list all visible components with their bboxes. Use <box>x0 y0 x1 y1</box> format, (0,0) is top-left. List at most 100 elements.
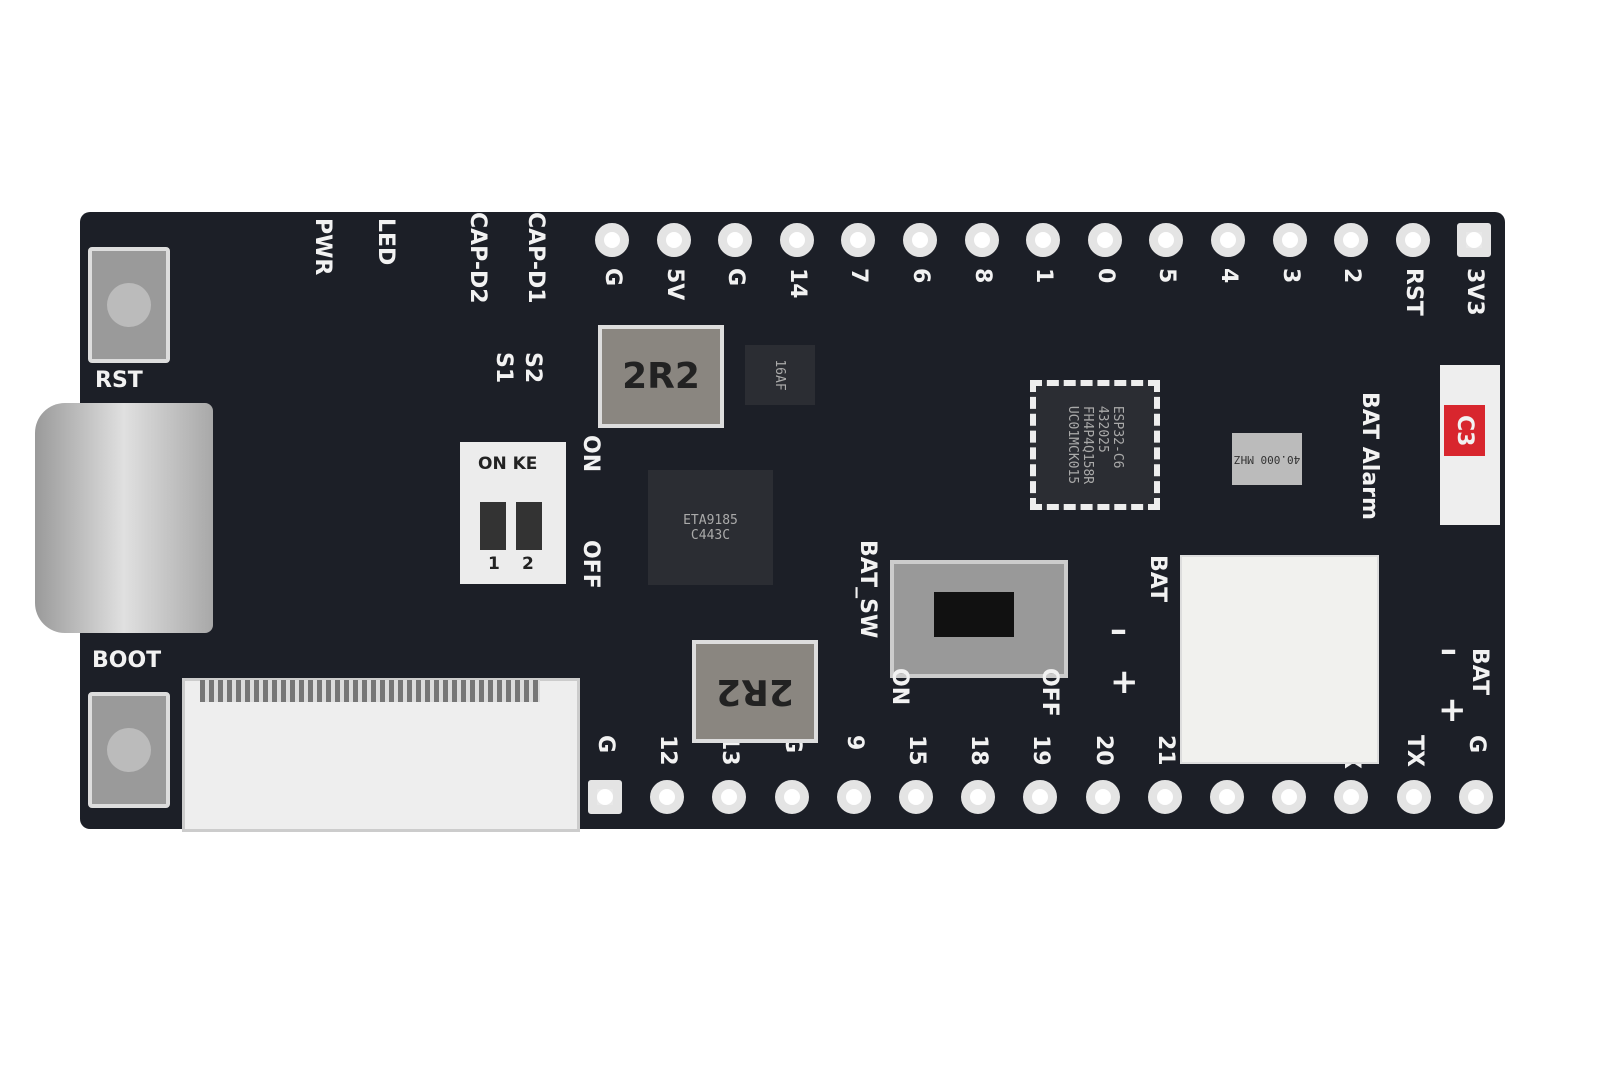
c3-badge-frame: C3 <box>1440 365 1500 525</box>
bat-power-switch[interactable] <box>890 560 1068 678</box>
pin-label: 5 <box>1154 268 1180 284</box>
header-pin-bottom-22 <box>1210 780 1244 814</box>
header-pin-bottom-23 <box>1272 780 1307 814</box>
esp-marking-4: UC01MCK015 <box>1065 405 1080 485</box>
header-pin-bottom-13 <box>712 780 747 814</box>
bat-alarm-label: BAT Alarm <box>1357 392 1382 520</box>
pin-label: 20 <box>1090 735 1116 766</box>
battery-jst-connector[interactable] <box>1180 555 1379 764</box>
pwr-label: PWR <box>310 218 335 276</box>
pin-label: 5V <box>661 268 687 301</box>
pin-label: 3 <box>1277 268 1303 284</box>
pin-label: 3V3 <box>1462 268 1488 316</box>
pin-label: G <box>1463 735 1489 754</box>
header-pin-top-3V3 <box>1457 223 1492 257</box>
header-pin-bottom-12 <box>650 780 685 814</box>
s2-label: S2 <box>520 352 545 384</box>
bat-left-label: BAT <box>1145 555 1170 603</box>
header-pin-bottom-RX <box>1334 780 1369 814</box>
header-pin-bottom-9 <box>836 780 871 814</box>
pin-label: 9 <box>841 735 867 751</box>
boot-button[interactable] <box>88 692 170 808</box>
header-pin-bottom-21 <box>1147 780 1182 814</box>
esp32-c6-chip: ESP32-C6 432025 FH4P4Q158R UC01MCK015 <box>1030 380 1160 510</box>
pin-label: 18 <box>966 735 992 766</box>
header-pin-bottom-G <box>588 780 622 814</box>
bat-minus-right: – <box>1440 630 1457 670</box>
header-pin-bottom-TX <box>1396 780 1431 814</box>
cap-d2-label: CAP-D2 <box>465 212 490 304</box>
bat-right-label: BAT <box>1467 648 1492 696</box>
eta-marking-2: C443C <box>690 527 731 543</box>
pin-label: RST <box>1400 268 1426 316</box>
crystal-marking: 40.000 MHZ <box>1233 452 1301 466</box>
pin-label: 8 <box>969 268 995 284</box>
dip-off-label: OFF <box>578 540 603 589</box>
dip-switch[interactable]: ON KE 1 2 <box>460 442 566 584</box>
fpc-contacts <box>200 680 540 702</box>
eta-marking-1: ETA9185 <box>683 512 738 528</box>
bat-plus-left: + <box>1110 662 1139 702</box>
switch-slider[interactable] <box>934 592 1014 637</box>
pin-label: 1 <box>1031 268 1057 284</box>
header-pin-top-6 <box>903 223 937 257</box>
bat-sw-label: BAT_SW <box>855 540 880 639</box>
header-pin-bottom-G <box>774 780 809 814</box>
rst-label: RST <box>95 368 143 393</box>
rst-button[interactable] <box>88 247 170 363</box>
header-pin-bottom-19 <box>1023 780 1058 814</box>
pin-label: G <box>593 735 618 754</box>
eta9185-chip: ETA9185 C443C <box>648 470 773 585</box>
led-label: LED <box>373 218 398 266</box>
usb-c-port[interactable] <box>35 403 213 633</box>
cap-d1-label: CAP-D1 <box>523 212 548 304</box>
boot-label: BOOT <box>92 648 162 673</box>
crystal-oscillator: 40.000 MHZ <box>1232 433 1302 485</box>
esp-marking-1: ESP32-C6 <box>1110 405 1125 469</box>
pin-label: 12 <box>655 735 681 766</box>
header-pin-top-G <box>718 223 753 257</box>
header-pin-bottom-G <box>1458 780 1493 814</box>
bat-plus-right: + <box>1438 690 1467 730</box>
esp-marking-3: FH4P4Q158R <box>1080 405 1095 485</box>
sot-regulator: 16AF <box>745 345 815 405</box>
pin-label: 2 <box>1339 268 1365 284</box>
inductor-2r2-top: 2R2 <box>598 325 724 428</box>
pin-label: 4 <box>1216 268 1241 284</box>
header-pin-top-2 <box>1334 223 1369 257</box>
sot-marking: 16AF <box>772 359 788 391</box>
header-pin-top-7 <box>841 223 876 257</box>
esp-marking-2: 432025 <box>1095 405 1110 453</box>
fpc-connector <box>182 678 580 832</box>
header-pin-top-0 <box>1087 223 1122 257</box>
dip-2-label: 2 <box>522 554 534 574</box>
header-pin-top-14 <box>779 223 814 257</box>
header-pin-bottom-20 <box>1085 780 1120 814</box>
header-pin-top-8 <box>964 223 999 257</box>
pin-label: 7 <box>846 268 872 284</box>
bat-minus-left: – <box>1110 610 1127 650</box>
header-pin-top-4 <box>1211 223 1245 257</box>
header-pin-top-RST <box>1395 223 1430 257</box>
c3-badge: C3 <box>1444 405 1485 457</box>
header-pin-top-5 <box>1149 223 1184 257</box>
pin-label: TX <box>1401 735 1427 767</box>
pin-label: G <box>600 268 625 287</box>
dip-1-label: 1 <box>488 554 500 574</box>
pin-label: G <box>723 268 749 287</box>
pin-label: 0 <box>1092 268 1118 284</box>
header-pin-top-1 <box>1026 223 1061 257</box>
inductor-2r2-bottom: 2R2 <box>692 640 818 743</box>
pin-label: 14 <box>784 268 810 299</box>
pin-label: 19 <box>1028 735 1054 766</box>
header-pin-top-G <box>595 223 629 257</box>
dip-toggle-1[interactable] <box>480 502 506 550</box>
header-pin-bottom-15 <box>899 780 933 814</box>
dip-on-label: ON <box>578 435 603 473</box>
pin-label: 21 <box>1152 735 1178 766</box>
header-pin-top-5V <box>656 223 691 257</box>
header-pin-top-3 <box>1272 223 1307 257</box>
s1-label: S1 <box>491 352 516 384</box>
dip-toggle-2[interactable] <box>516 502 542 550</box>
pin-label: 6 <box>908 268 933 284</box>
